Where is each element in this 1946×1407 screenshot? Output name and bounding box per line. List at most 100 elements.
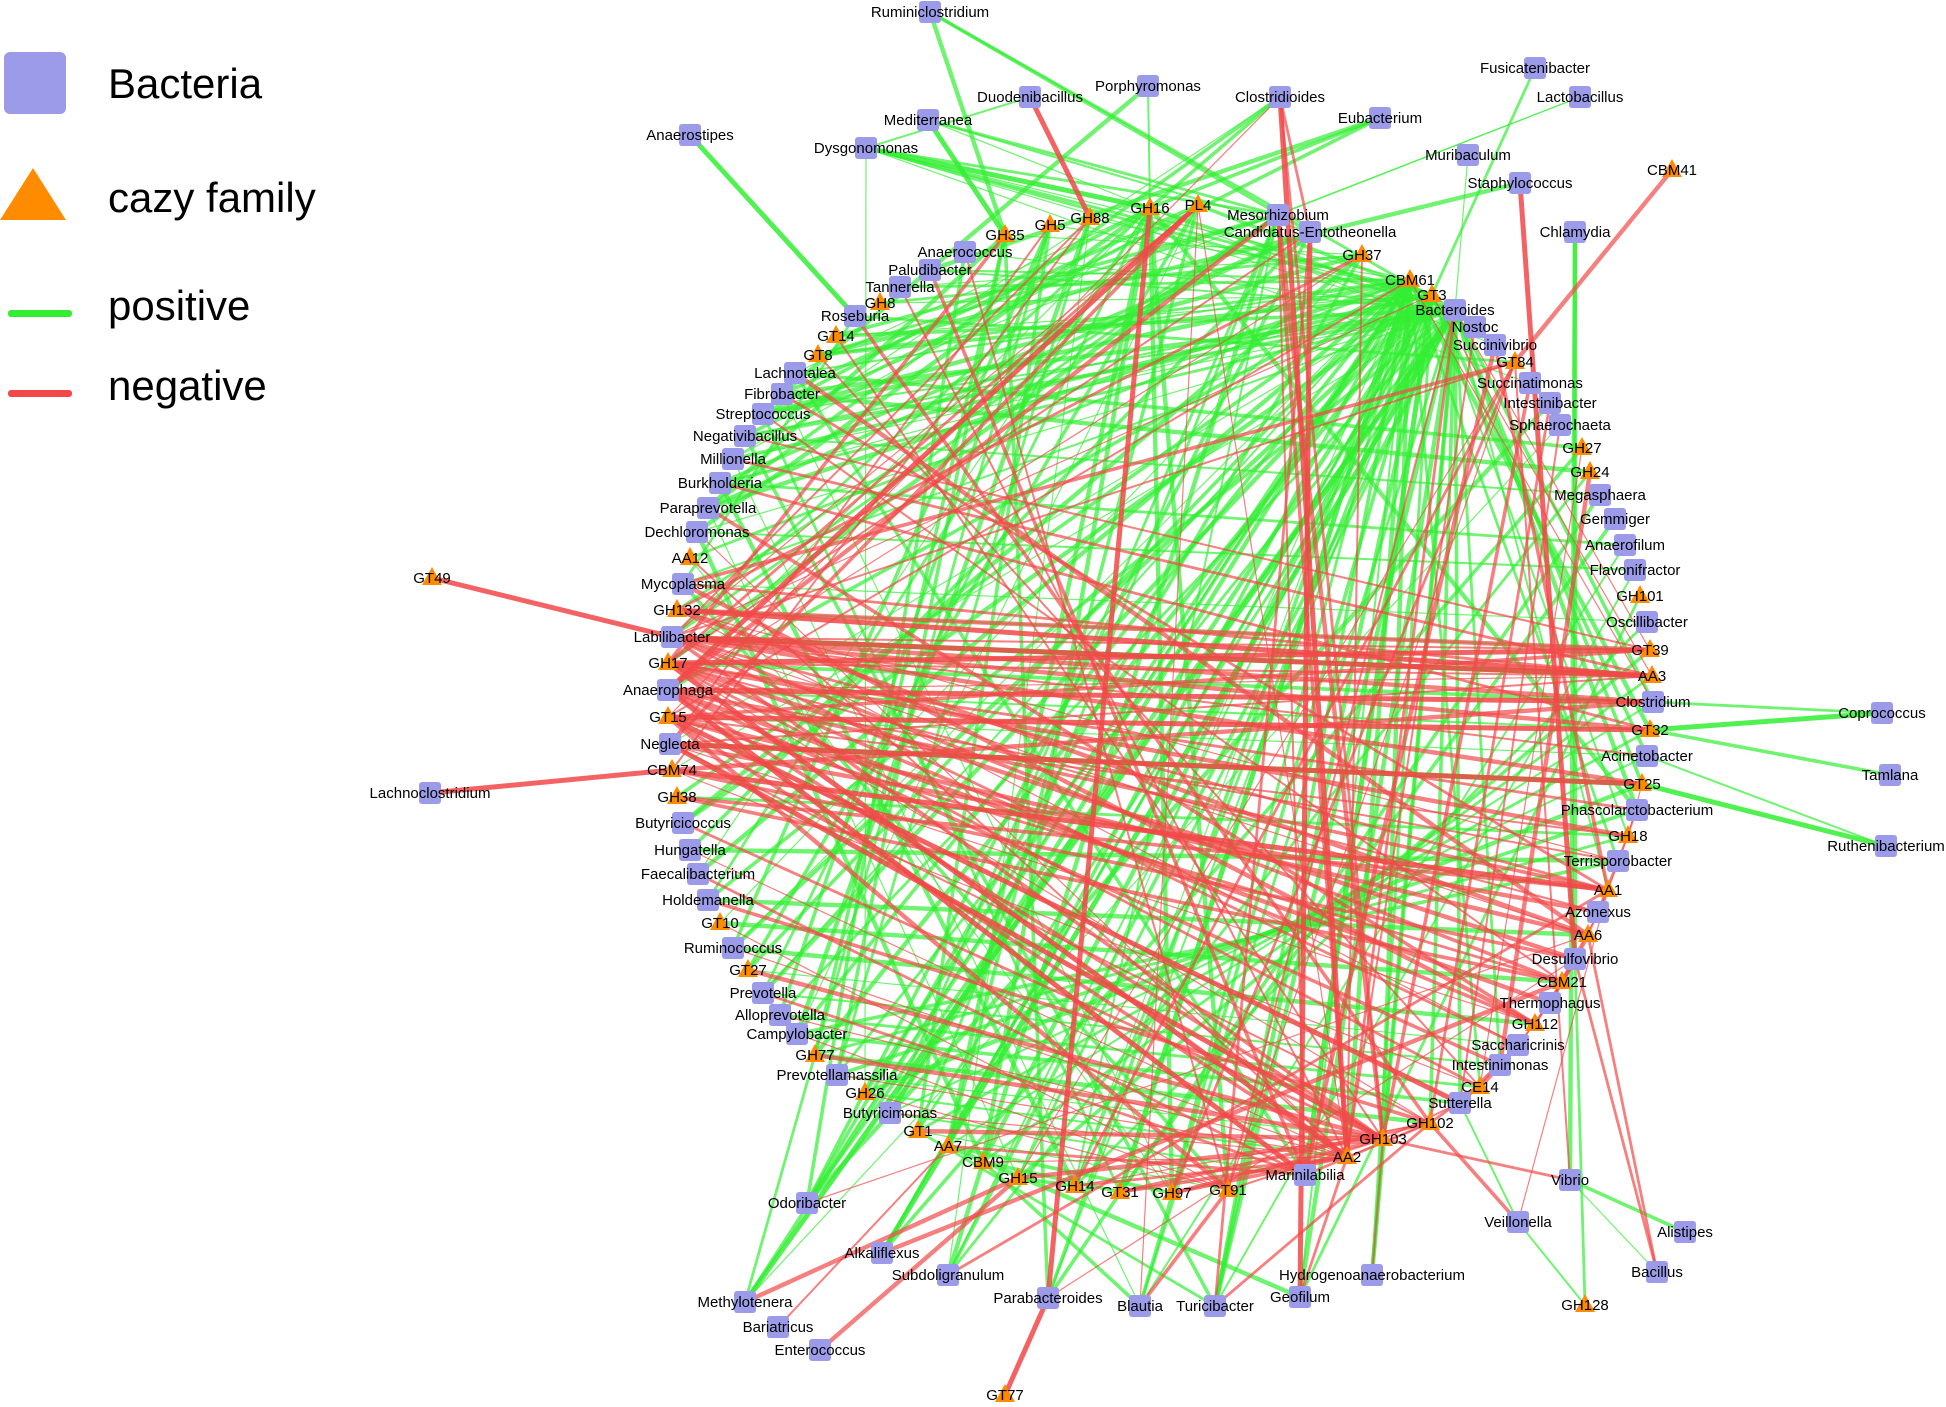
node-label: Flavonifractor [1590,562,1681,579]
bacteria-node: Nostoc [1452,316,1499,338]
node-label: GT32 [1631,722,1669,739]
negative-edge [667,662,1431,1124]
bacteria-square-icon [419,782,441,804]
negative-edge [836,1074,1348,1158]
negative-edge [732,947,1348,1158]
bacteria-square-icon [1587,901,1609,923]
negative-edge [1227,309,1456,1191]
negative-edge [707,898,1431,1125]
node-label: Negativibacillus [693,428,797,445]
negative-edge [793,371,1590,937]
node-label: Acinetobacter [1601,748,1693,765]
positive-edge [1649,728,1891,777]
cazy-triangle-icon [1632,773,1652,791]
cazy-triangle-icon [738,959,758,977]
cazy-triangle-icon [658,652,678,670]
cazy-triangle-icon [1580,461,1600,479]
negative-edge [1276,214,1349,1158]
node-label: Butyricimonas [843,1105,937,1122]
node-label: Porphyromonas [1095,78,1201,95]
bacteria-node: Sutterella [1428,1092,1492,1114]
negative-edge [669,741,1643,787]
negative-edge [1371,1138,1384,1276]
node-label: GH16 [1130,200,1169,217]
cazy-triangle-icon [1400,269,1420,287]
cazy-triangle-icon [1422,284,1442,302]
node-label: GH5 [1035,217,1066,234]
cazy-node: GH88 [1070,207,1110,227]
bacteria-node: Bacillus [1631,1261,1683,1283]
cazy-triangle-icon [938,1135,958,1153]
bacteria-square-icon [1267,204,1289,226]
bacteria-square-icon [734,1291,756,1313]
positive-edge [946,309,1457,1276]
node-label: Bacillus [1631,1264,1683,1281]
positive-edge [744,294,1433,437]
negative-edge [668,203,1200,746]
node-label: Fusicatenibacter [1480,60,1590,77]
node-label: GT25 [1623,776,1661,793]
bacteria-square-icon [697,889,719,911]
node-label: Prevotellamassilia [777,1067,899,1084]
negative-edge [671,294,1433,638]
node-label: Bacteroides [1415,302,1494,319]
node-label: Duodenibacillus [977,89,1083,106]
negative-edge [1047,958,1576,1299]
negative-edge [1278,96,1312,233]
negative-edge [1346,254,1363,1158]
bacteria-square-icon [1564,221,1586,243]
bacteria-node: Parabacteroides [993,1287,1103,1309]
negative-edge [814,1052,1384,1142]
negative-edge [431,575,673,640]
negative-edge [666,714,1462,1106]
cazy-node: GH27 [1562,437,1602,457]
bacteria-square-icon [1564,948,1586,970]
cazy-triangle-icon [1110,1181,1130,1199]
bacteria-square-icon [1674,1221,1696,1243]
bacteria-node: Anaerococcus [917,241,1013,263]
positive-edge [1569,1178,1686,1234]
node-label: Blautia [1117,1298,1164,1315]
node-label: GT1 [903,1123,932,1140]
bacteria-square-icon [767,1316,789,1338]
node-label: Intestinibacter [1503,395,1596,412]
bacteria-node: Acinetobacter [1601,745,1693,767]
negative-edge [1428,402,1552,1124]
negative-edge [676,609,1519,1046]
bacteria-square-icon [786,1023,808,1045]
node-label: Coprococcus [1838,705,1926,722]
node-label: Subdoligranulum [892,1267,1005,1284]
cazy-node: GT3 [1417,284,1447,304]
cazy-triangle-icon [1470,1076,1490,1094]
negative-edge [853,314,1432,1125]
negative-edge [666,213,1280,692]
negative-edge [1275,214,1386,1140]
node-label: Vibrio [1551,1172,1589,1189]
node-label: GH14 [1055,1178,1094,1195]
negative-edge [1278,96,1385,1140]
bacteria-node: Vibrio [1551,1169,1589,1191]
node-label: CE14 [1461,1079,1499,1096]
cazy-node: GH17 [648,652,688,672]
node-label: Anaerococcus [917,244,1012,261]
cazy-node: GH8 [865,292,895,312]
node-label: Millionella [700,451,767,468]
positive-edge [1649,710,1883,733]
positive-edge [917,1129,1216,1308]
bacteria-node: Megasphaera [1554,484,1647,506]
bacteria-node: Saccharicrinis [1471,1034,1565,1056]
cazy-node: GT27 [729,959,767,979]
bacteria-square-icon [769,1004,791,1026]
cazy-triangle-icon [995,224,1015,242]
node-label: Butyricicoccus [635,815,731,832]
bacteria-node: Lachnoclostridium [370,782,490,804]
negative-edge [676,795,1563,984]
positive-edge [779,1013,1481,1089]
negative-edge [779,1014,1348,1158]
negative-edge [667,203,1199,665]
negative-edge [682,582,1653,678]
bacteria-node: Paraprevotella [660,497,757,519]
bacteria-square-icon [1539,392,1561,414]
node-label: Saccharicrinis [1471,1037,1564,1054]
cazy-triangle-icon [995,1384,1015,1402]
